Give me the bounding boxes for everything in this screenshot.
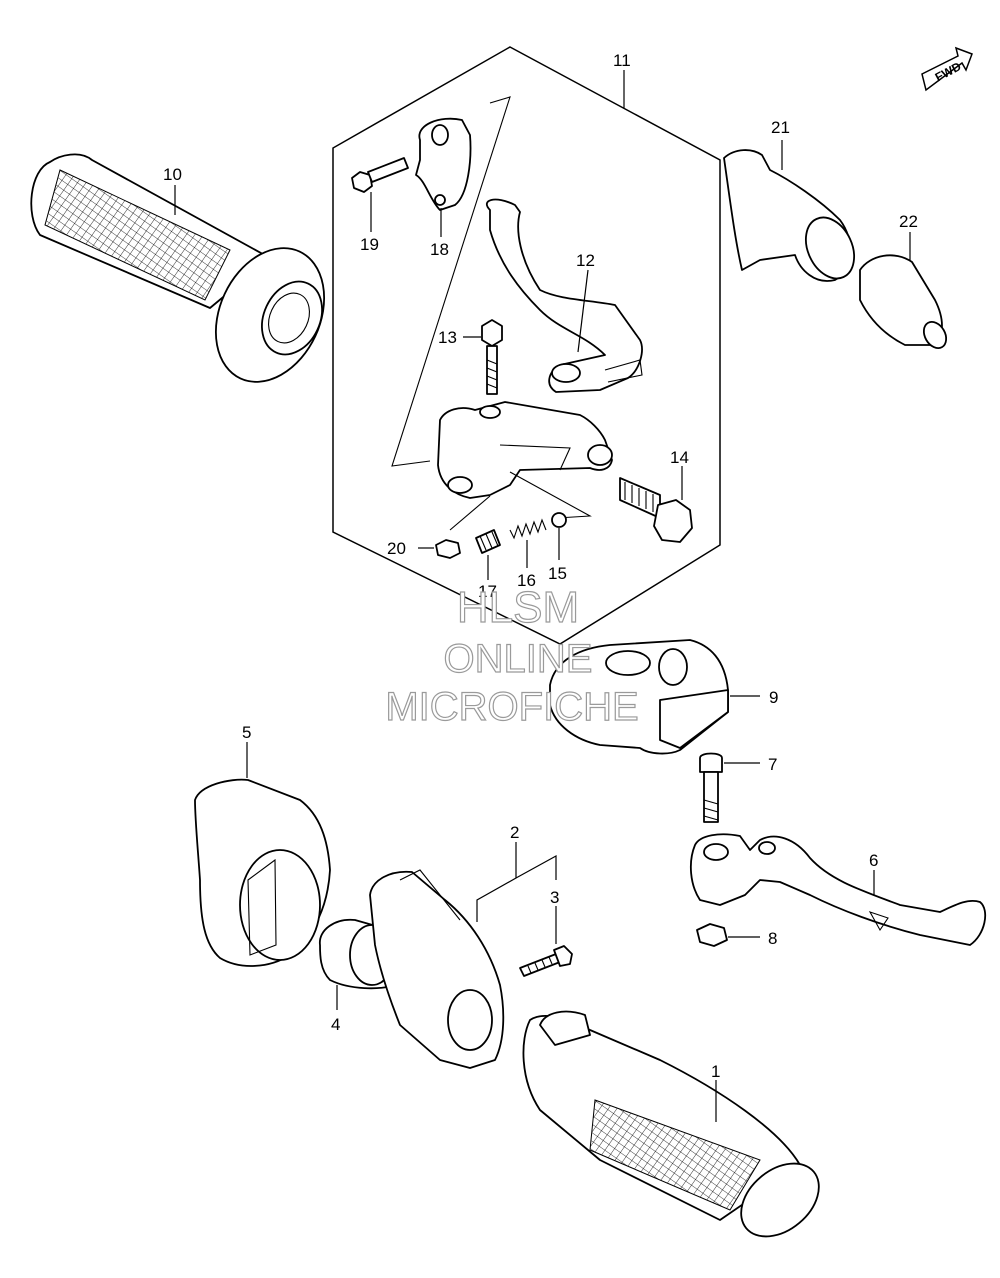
part-3-screw bbox=[519, 945, 573, 977]
callout-5: 5 bbox=[242, 723, 251, 742]
part-2-throttle-housing bbox=[369, 869, 505, 1069]
callout-9: 9 bbox=[769, 688, 778, 707]
callout-21: 21 bbox=[771, 118, 790, 137]
part-9-housing bbox=[549, 639, 729, 755]
part-18-clamp bbox=[415, 117, 472, 211]
callout-12: 12 bbox=[576, 251, 595, 270]
part-5-housing-cover bbox=[194, 778, 331, 967]
part-21-boot bbox=[723, 149, 855, 282]
watermark-line-1: HLSM bbox=[457, 583, 579, 632]
part-8-nut bbox=[696, 923, 728, 947]
watermark-line-2: ONLINE bbox=[444, 637, 593, 681]
part-13-bolt bbox=[481, 319, 503, 395]
callout-1: 1 bbox=[711, 1062, 720, 1081]
callout-16: 16 bbox=[517, 571, 536, 590]
part-16-spring bbox=[509, 518, 547, 540]
part-15-ball bbox=[551, 512, 567, 528]
callout-6: 6 bbox=[869, 851, 878, 870]
callout-8: 8 bbox=[768, 929, 777, 948]
callout-4: 4 bbox=[331, 1015, 340, 1034]
callout-19: 19 bbox=[360, 235, 379, 254]
part-20-nut bbox=[435, 539, 461, 559]
part-19-bolt bbox=[351, 157, 409, 193]
part-17-spring bbox=[475, 529, 501, 554]
callout-15: 15 bbox=[548, 564, 567, 583]
part-22-adjuster bbox=[859, 254, 948, 350]
part-7-bolt bbox=[699, 752, 723, 823]
callout-7: 7 bbox=[768, 755, 777, 774]
callout-17: 17 bbox=[478, 582, 497, 601]
callout-10: 10 bbox=[163, 165, 182, 184]
part-10-grip bbox=[30, 153, 326, 383]
callout-11: 11 bbox=[613, 51, 631, 70]
callout-20: 20 bbox=[387, 539, 406, 558]
callout-14: 14 bbox=[670, 448, 689, 467]
part-12-lever bbox=[485, 198, 643, 393]
part-1-grip bbox=[522, 1010, 820, 1238]
callout-2: 2 bbox=[510, 823, 519, 842]
assembly-11-outline bbox=[332, 46, 721, 645]
callout-3: 3 bbox=[550, 888, 559, 907]
fwd-arrow-icon: FWD bbox=[921, 46, 973, 92]
part-6-lever bbox=[689, 833, 987, 946]
callout-22: 22 bbox=[899, 212, 918, 231]
part-14-adjuster bbox=[619, 477, 693, 543]
callout-18: 18 bbox=[430, 240, 449, 259]
callout-13: 13 bbox=[438, 328, 457, 347]
watermark-line-3: MICROFICHE bbox=[385, 685, 638, 729]
lever-bracket bbox=[437, 401, 613, 499]
